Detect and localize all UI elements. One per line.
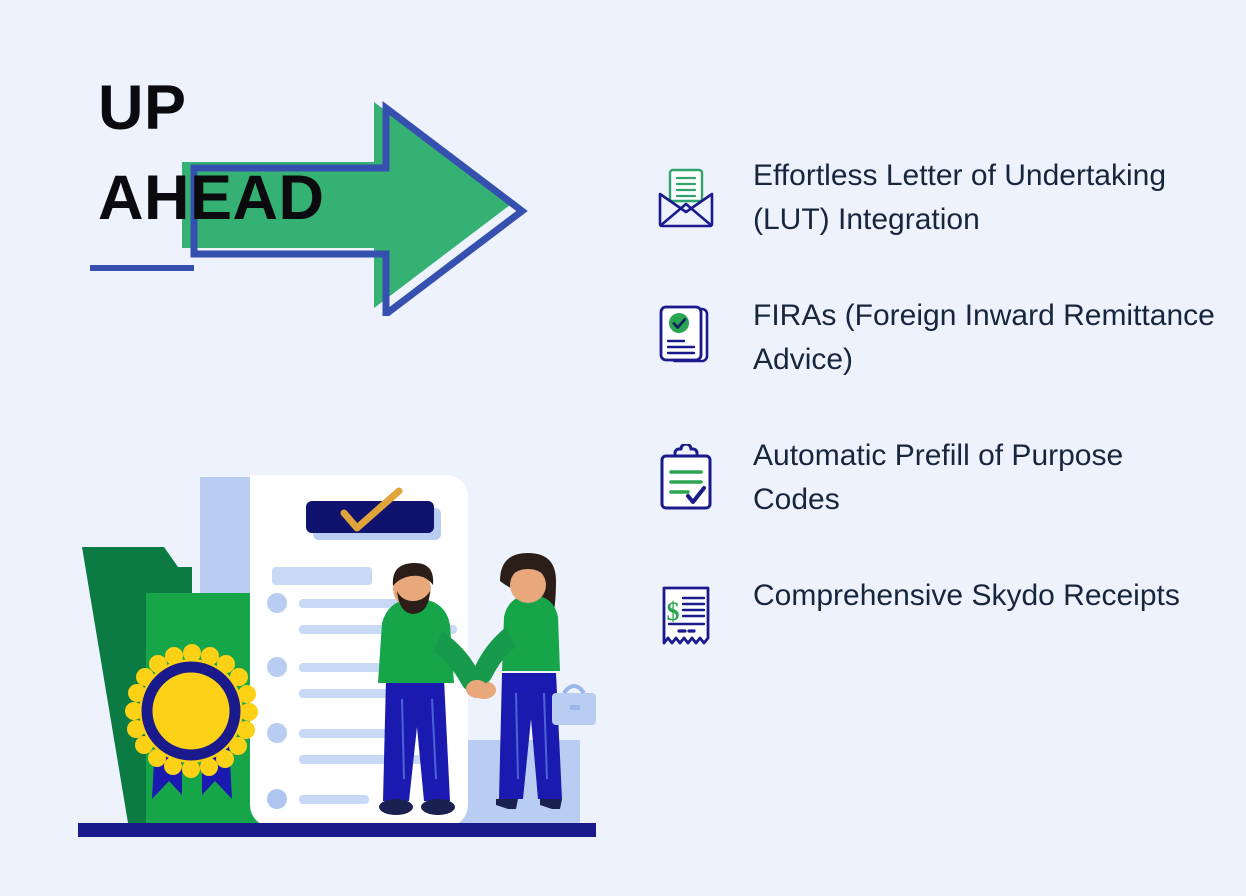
feature-list: Effortless Letter of Undertaking (LUT) I… bbox=[655, 150, 1215, 710]
receipt-dollar-icon: $ bbox=[655, 570, 717, 656]
clipboard-check-icon bbox=[655, 430, 717, 516]
man-beard bbox=[397, 591, 430, 614]
rosette-center bbox=[153, 673, 229, 749]
page-title-line-2: AHEAD bbox=[98, 163, 325, 233]
document-title-line bbox=[272, 567, 372, 585]
documents-check-icon bbox=[655, 290, 717, 376]
document-line bbox=[299, 729, 409, 738]
envelope-letter-icon bbox=[655, 150, 717, 236]
feature-label: Effortless Letter of Undertaking (LUT) I… bbox=[753, 159, 1166, 236]
gold-check-icon bbox=[340, 487, 403, 532]
person-man bbox=[378, 562, 496, 815]
document-bullet bbox=[267, 723, 287, 743]
arrow-blue-outline bbox=[190, 100, 528, 316]
man-hair bbox=[392, 562, 434, 586]
feature-item-purpose-codes[interactable]: Automatic Prefill of Purpose Codes bbox=[655, 430, 1215, 530]
feature-item-firas[interactable]: FIRAs (Foreign Inward Remittance Advice) bbox=[655, 290, 1215, 390]
feature-label: Comprehensive Skydo Receipts bbox=[753, 579, 1180, 612]
rosette-ring bbox=[141, 661, 241, 761]
man-shoe-right bbox=[421, 799, 455, 815]
person-woman bbox=[466, 553, 596, 809]
document-line bbox=[299, 795, 369, 804]
woman-trouser-crease bbox=[515, 692, 519, 780]
award-rosette bbox=[125, 644, 258, 799]
svg-text:$: $ bbox=[667, 597, 680, 626]
woman-top bbox=[502, 595, 560, 671]
woman-heel-left bbox=[496, 799, 518, 809]
document-bullet bbox=[267, 657, 287, 677]
ground-bar bbox=[78, 823, 596, 837]
woman-trouser-crease-2 bbox=[543, 692, 548, 780]
document-line bbox=[299, 599, 409, 608]
man-pant-crease bbox=[401, 698, 405, 780]
feature-label: Automatic Prefill of Purpose Codes bbox=[753, 439, 1124, 516]
woman-handbag-handle bbox=[562, 684, 586, 695]
document-bullet bbox=[267, 789, 287, 809]
woman-head bbox=[510, 567, 546, 603]
feature-item-lut[interactable]: Effortless Letter of Undertaking (LUT) I… bbox=[655, 150, 1215, 250]
feature-label: FIRAs (Foreign Inward Remittance Advice) bbox=[753, 299, 1215, 376]
man-sweater bbox=[378, 599, 454, 683]
woman-arm bbox=[472, 627, 516, 684]
rosette-scallops bbox=[125, 644, 258, 778]
woman-hair-front bbox=[508, 559, 548, 581]
feature-item-receipts[interactable]: $ Comprehensive Skydo Receipts bbox=[655, 570, 1215, 670]
arrow-green-fill bbox=[182, 102, 510, 308]
certificate-handshake-illustration bbox=[60, 455, 620, 845]
woman-hand bbox=[466, 680, 488, 698]
woman-handbag-clasp bbox=[570, 705, 580, 710]
document-bullet bbox=[267, 593, 287, 613]
page-title: UP AHEAD bbox=[98, 72, 398, 234]
man-shoe-left bbox=[379, 799, 413, 815]
page-title-line-1: UP bbox=[98, 73, 187, 143]
man-pant-crease-2 bbox=[431, 698, 437, 780]
woman-heel-right bbox=[540, 799, 562, 809]
man-arm bbox=[434, 631, 482, 691]
right-arrow-graphic bbox=[78, 86, 528, 316]
